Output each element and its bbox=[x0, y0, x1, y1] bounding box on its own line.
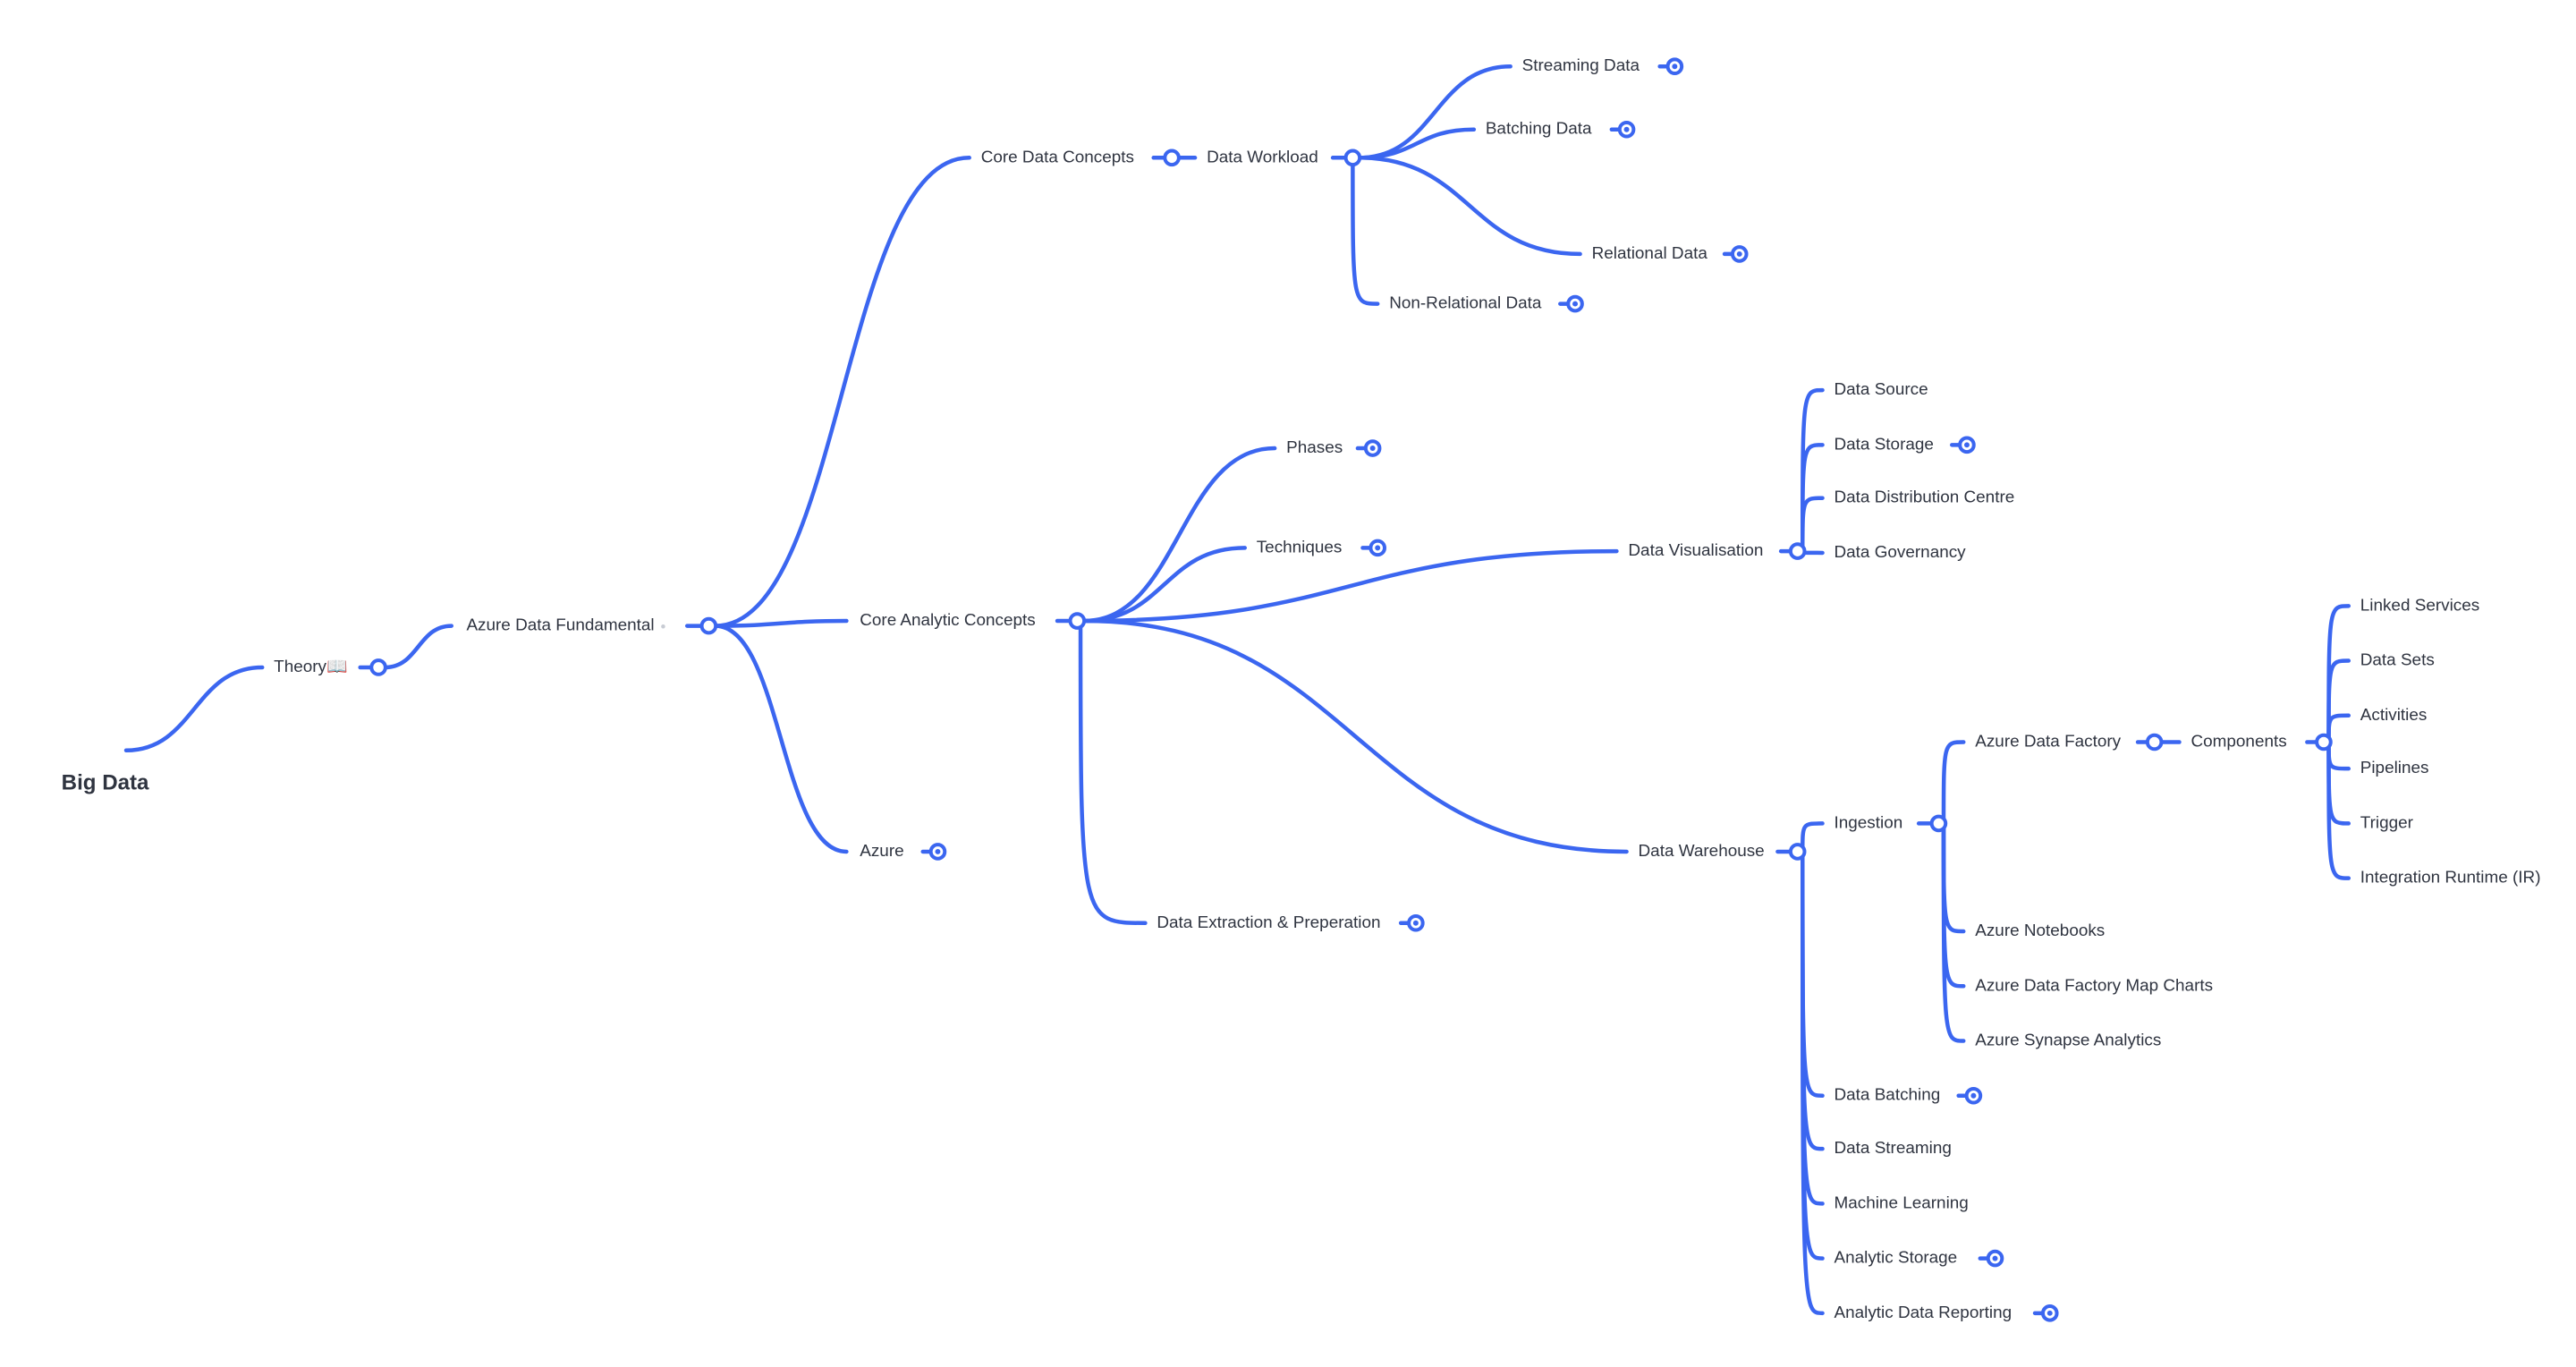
data-warehouse-collapse-handle[interactable] bbox=[1788, 843, 1807, 861]
phases-expand-handle-dot bbox=[1369, 446, 1376, 451]
mind-map-handles bbox=[369, 57, 2333, 1322]
node-pipelines[interactable]: Pipelines bbox=[2360, 759, 2429, 777]
node-data-extraction[interactable]: Data Extraction & Preperation bbox=[1157, 913, 1380, 932]
edge-warehouse-analytic_data_reporting bbox=[1801, 849, 1825, 1316]
node-non-relational-data[interactable]: Non-Relational Data bbox=[1389, 294, 1542, 313]
edge-ingestion-azure_synapse bbox=[1941, 821, 1966, 1043]
edge-components-integration_runtime bbox=[2326, 740, 2351, 880]
node-integration-runtime[interactable]: Integration Runtime (IR) bbox=[2360, 869, 2541, 887]
edge-warehouse-ingestion bbox=[1801, 821, 1825, 854]
data-workload-collapse-handle[interactable] bbox=[1343, 149, 1362, 167]
node-core-analytic-concepts[interactable]: Core Analytic Concepts bbox=[860, 611, 1036, 630]
mind-map-labels: Big Data Theory📖 Azure Data Fundamental • Co… bbox=[62, 56, 2541, 1322]
node-data-sets[interactable]: Data Sets bbox=[2360, 651, 2435, 670]
node-ingestion[interactable]: Ingestion bbox=[1835, 813, 1903, 832]
theory-collapse-handle[interactable] bbox=[369, 658, 387, 676]
edge-workload-batching bbox=[1357, 127, 1477, 160]
node-core-data-concepts[interactable]: Core Data Concepts bbox=[981, 148, 1134, 166]
edge-warehouse-machine_learning bbox=[1801, 849, 1825, 1206]
edge-analytic-phases bbox=[1081, 446, 1277, 624]
root-node-big-data[interactable]: Big Data bbox=[62, 770, 149, 794]
node-data-governancy[interactable]: Data Governancy bbox=[1835, 543, 1967, 562]
node-data-warehouse[interactable]: Data Warehouse bbox=[1639, 842, 1765, 861]
node-streaming-data[interactable]: Streaming Data bbox=[1522, 56, 1640, 75]
edge-components-activities bbox=[2326, 713, 2351, 744]
node-azure-data-factory[interactable]: Azure Data Factory bbox=[1975, 732, 2121, 751]
batching-data-expand-handle-dot bbox=[1623, 126, 1630, 132]
azure-fundamental-collapse-handle[interactable] bbox=[699, 616, 718, 635]
components-collapse-handle[interactable] bbox=[2315, 733, 2333, 751]
fundamental-note-icon: • bbox=[661, 618, 666, 635]
node-azure-notebooks[interactable]: Azure Notebooks bbox=[1975, 921, 2105, 940]
data-batching-expand-handle-dot bbox=[1970, 1092, 1977, 1099]
edge-visualisation-data_distribution_centre bbox=[1801, 496, 1825, 554]
edge-analytic-extraction bbox=[1078, 625, 1148, 925]
data-visualisation-collapse-handle[interactable] bbox=[1788, 542, 1807, 560]
edge-root-theory bbox=[123, 665, 265, 753]
node-data-workload[interactable]: Data Workload bbox=[1207, 148, 1318, 166]
node-data-streaming[interactable]: Data Streaming bbox=[1835, 1139, 1952, 1158]
analytic-storage-expand-handle-dot bbox=[1992, 1255, 1998, 1261]
node-azure[interactable]: Azure bbox=[860, 842, 903, 861]
edge-analytic-techniques bbox=[1081, 546, 1247, 624]
edge-fundamental-core-data bbox=[713, 156, 971, 628]
edge-warehouse-data_batching bbox=[1801, 849, 1825, 1098]
node-analytic-storage[interactable]: Analytic Storage bbox=[1835, 1249, 1958, 1268]
node-techniques[interactable]: Techniques bbox=[1257, 538, 1343, 556]
streaming-data-expand-handle-dot bbox=[1672, 64, 1678, 70]
azure-data-factory-collapse-handle[interactable] bbox=[2145, 733, 2164, 751]
edge-components-trigger bbox=[2326, 740, 2351, 826]
edge-workload-relational bbox=[1357, 156, 1582, 257]
node-analytic-data-reporting[interactable]: Analytic Data Reporting bbox=[1835, 1303, 2012, 1322]
edge-fundamental-azure bbox=[713, 624, 849, 854]
node-data-storage[interactable]: Data Storage bbox=[1835, 435, 1934, 454]
node-linked-services[interactable]: Linked Services bbox=[2360, 596, 2479, 615]
core-data-collapse-handle[interactable] bbox=[1163, 149, 1181, 167]
node-activities[interactable]: Activities bbox=[2360, 706, 2428, 725]
edge-warehouse-data_streaming bbox=[1801, 849, 1825, 1151]
data-extraction-expand-handle-dot bbox=[1412, 920, 1419, 926]
edge-workload-streaming bbox=[1357, 64, 1513, 160]
relational-data-expand-handle-dot bbox=[1736, 250, 1742, 257]
edge-theory-azure-fundamental bbox=[383, 624, 453, 670]
edge-workload-nonrelational bbox=[1351, 162, 1380, 306]
edge-ingestion-azure_data_factory bbox=[1941, 740, 1966, 826]
data-storage-expand-handle-dot bbox=[1964, 442, 1970, 448]
node-azure-data-fundamental[interactable]: Azure Data Fundamental bbox=[466, 616, 654, 635]
node-relational-data[interactable]: Relational Data bbox=[1592, 244, 1708, 263]
edge-analytic-warehouse bbox=[1081, 618, 1629, 854]
node-machine-learning[interactable]: Machine Learning bbox=[1835, 1193, 1969, 1212]
node-data-distribution-centre[interactable]: Data Distribution Centre bbox=[1835, 488, 2015, 507]
edge-components-pipelines bbox=[2326, 740, 2351, 771]
mind-map-connectors bbox=[123, 64, 2351, 1316]
node-data-source[interactable]: Data Source bbox=[1835, 380, 1928, 399]
node-data-visualisation[interactable]: Data Visualisation bbox=[1628, 541, 1763, 560]
node-components[interactable]: Components bbox=[2190, 732, 2286, 751]
node-trigger[interactable]: Trigger bbox=[2360, 813, 2413, 832]
analytic-data-reporting-expand-handle-dot bbox=[2046, 1310, 2053, 1316]
edge-components-data_sets bbox=[2326, 658, 2351, 744]
node-azure-synapse-analytics[interactable]: Azure Synapse Analytics bbox=[1975, 1032, 2161, 1050]
core-analytic-collapse-handle[interactable] bbox=[1068, 612, 1087, 630]
node-batching-data[interactable]: Batching Data bbox=[1486, 120, 1592, 139]
node-phases[interactable]: Phases bbox=[1286, 438, 1343, 457]
edge-analytic-visualisation bbox=[1081, 548, 1619, 624]
techniques-expand-handle-dot bbox=[1375, 545, 1381, 551]
azure-expand-handle-dot bbox=[935, 848, 941, 854]
node-theory[interactable]: Theory📖 bbox=[274, 658, 347, 676]
node-adf-map-charts[interactable]: Azure Data Factory Map Charts bbox=[1975, 976, 2213, 995]
non-relational-data-expand-handle-dot bbox=[1572, 301, 1578, 307]
edge-fundamental-core-analytic bbox=[713, 618, 849, 628]
ingestion-collapse-handle[interactable] bbox=[1929, 814, 1948, 833]
edge-ingestion-azure_notebooks bbox=[1941, 821, 1966, 934]
node-data-batching[interactable]: Data Batching bbox=[1835, 1086, 1941, 1105]
